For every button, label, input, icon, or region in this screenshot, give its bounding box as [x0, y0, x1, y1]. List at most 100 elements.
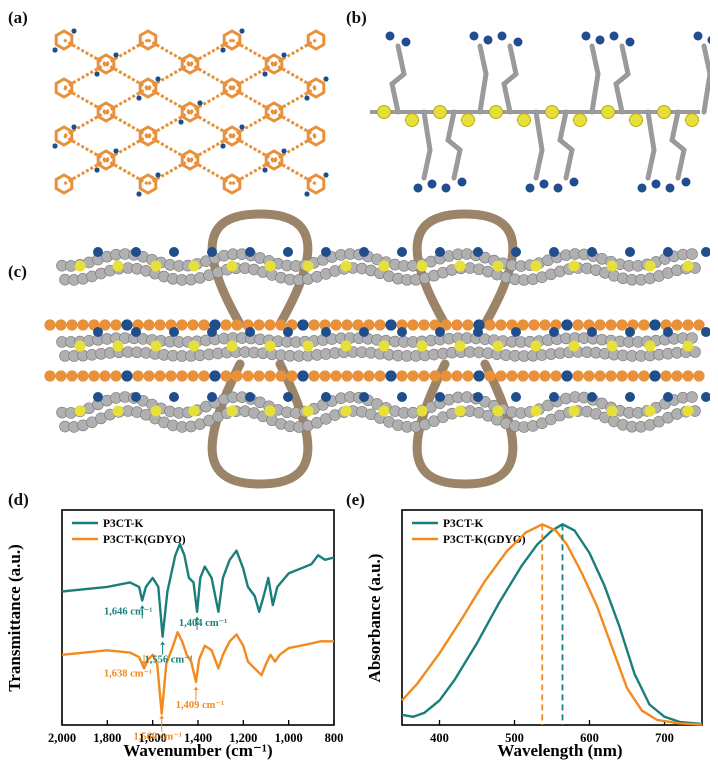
- lower-p3ct-layer: [56, 391, 710, 433]
- oxygen-atom: [587, 392, 597, 402]
- oxygen-atom: [359, 392, 369, 402]
- gdy-carbon-atom: [660, 370, 672, 382]
- gdy-benzene-ring: [222, 125, 242, 147]
- gdy-benzene-ring: [96, 53, 116, 75]
- gdy-carbon-atom: [132, 370, 144, 382]
- p3ct-side-chain: [669, 109, 687, 181]
- gdy-carbon-atom: [396, 319, 408, 331]
- gdy-carbon-atom: [187, 370, 199, 382]
- gdy-carbon-atom: [462, 319, 474, 331]
- gdy-carbon-atom: [572, 319, 584, 331]
- gdy-benzene-ring: [180, 101, 200, 123]
- sulfur-atom: [264, 340, 276, 352]
- layered-structure-illustration: [44, 209, 710, 489]
- oxygen-atom: [649, 370, 661, 382]
- gdy-carbon-atom: [220, 319, 232, 331]
- sulfur-atom: [188, 340, 200, 352]
- uvvis-y-axis-label: Absorbance (a.u.): [365, 554, 384, 683]
- oxygen-atom: [587, 327, 597, 337]
- annotation-arrowhead: [159, 715, 165, 719]
- gdy-carbon-atom: [616, 370, 628, 382]
- sulfur-atom: [302, 260, 314, 272]
- gdy-carbon-atom: [264, 319, 276, 331]
- x-tick-label: 1,200: [229, 731, 257, 745]
- gdy-lattice: [52, 28, 329, 197]
- sulfur-atom: [492, 260, 504, 272]
- gdy-carbon-atom: [572, 370, 584, 382]
- oxygen-atom: [93, 247, 103, 257]
- x-tick-label: 1,800: [93, 731, 121, 745]
- sulfur-atom: [568, 405, 580, 417]
- sulfur-atom: [340, 260, 352, 272]
- gdy-benzene-ring: [54, 125, 74, 147]
- p3ct-oxygen-atom: [427, 179, 437, 189]
- gdy-carbon-atom: [341, 370, 353, 382]
- oxygen-atom: [245, 247, 255, 257]
- p3ct-side-chain: [589, 43, 601, 115]
- gdy-oxygen-atom: [304, 95, 310, 101]
- oxygen-atom: [473, 247, 483, 257]
- sulfur-atom: [226, 405, 238, 417]
- sulfur-atom: [568, 340, 580, 352]
- ftir-legend-label-p3ctk: P3CT-K: [103, 518, 144, 530]
- panel-label-a: (a): [8, 8, 28, 27]
- p3ct-chain-illustration: [370, 31, 710, 193]
- oxygen-atom: [435, 247, 445, 257]
- p3ct-sulfur-atom: [433, 105, 447, 119]
- gdy-benzene-ring: [222, 29, 242, 51]
- oxygen-atom: [321, 247, 331, 257]
- oxygen-atom: [473, 370, 485, 382]
- sulfur-atom: [378, 260, 390, 272]
- gdy-carbon-atom: [176, 319, 188, 331]
- gdy-carbon-atom: [341, 319, 353, 331]
- sulfur-atom: [568, 260, 580, 272]
- gdy-oxygen-atom: [52, 143, 58, 149]
- x-tick-label: 1,600: [139, 731, 167, 745]
- uvvis-legend: P3CT-K P3CT-K(GDYO): [412, 518, 526, 546]
- carbon-atom: [686, 391, 698, 403]
- gdy-carbon-atom: [693, 370, 705, 382]
- sulfur-atom: [606, 405, 618, 417]
- sulfur-atom: [188, 260, 200, 272]
- x-tick-label: 2,000: [48, 731, 76, 745]
- gdy-carbon-atom: [231, 370, 243, 382]
- gdy-carbon-atom: [451, 319, 463, 331]
- gdy-benzene-ring: [138, 77, 158, 99]
- oxygen-atom: [561, 319, 573, 331]
- oxygen-atom: [473, 327, 483, 337]
- p3ct-side-chain: [501, 43, 519, 115]
- p3ct-oxygen-atom: [539, 179, 549, 189]
- p3ct-oxygen-atom: [707, 35, 710, 45]
- gdy-benzene-ring: [306, 29, 326, 51]
- p3ct-oxygen-atom: [569, 177, 579, 187]
- p3ct-oxygen-atom: [525, 183, 535, 193]
- gdy-benzene-ring: [54, 77, 74, 99]
- gdy-carbon-atom: [506, 370, 518, 382]
- gdy-carbon-atom: [671, 370, 683, 382]
- gdy-oxygen-atom: [94, 71, 100, 77]
- sulfur-atom: [416, 405, 428, 417]
- oxygen-atom: [169, 327, 179, 337]
- oxygen-atom: [385, 319, 397, 331]
- gdy-carbon-atom: [264, 370, 276, 382]
- ftir-series: [61, 542, 335, 715]
- gdy-carbon-atom: [66, 319, 78, 331]
- gdy-benzene-ring: [306, 77, 326, 99]
- oxygen-atom: [121, 370, 133, 382]
- oxygen-atom: [169, 247, 179, 257]
- p3ct-sulfur-atom: [601, 105, 615, 119]
- p3ct-oxygen-atom: [595, 35, 605, 45]
- p3ct-side-chain: [445, 109, 463, 181]
- p3ct-oxygen-atom: [693, 31, 703, 41]
- gdy-carbon-atom: [44, 319, 56, 331]
- oxygen-atom: [435, 392, 445, 402]
- sulfur-atom: [416, 260, 428, 272]
- sulfur-atom: [454, 260, 466, 272]
- p3ct-sulfur-atom: [573, 113, 587, 127]
- gdy-carbon-atom: [374, 319, 386, 331]
- uvvis-series: [401, 523, 703, 726]
- gdy-carbon-atom: [682, 319, 694, 331]
- gdy-oxygen-atom: [136, 191, 142, 197]
- sulfur-atom: [492, 340, 504, 352]
